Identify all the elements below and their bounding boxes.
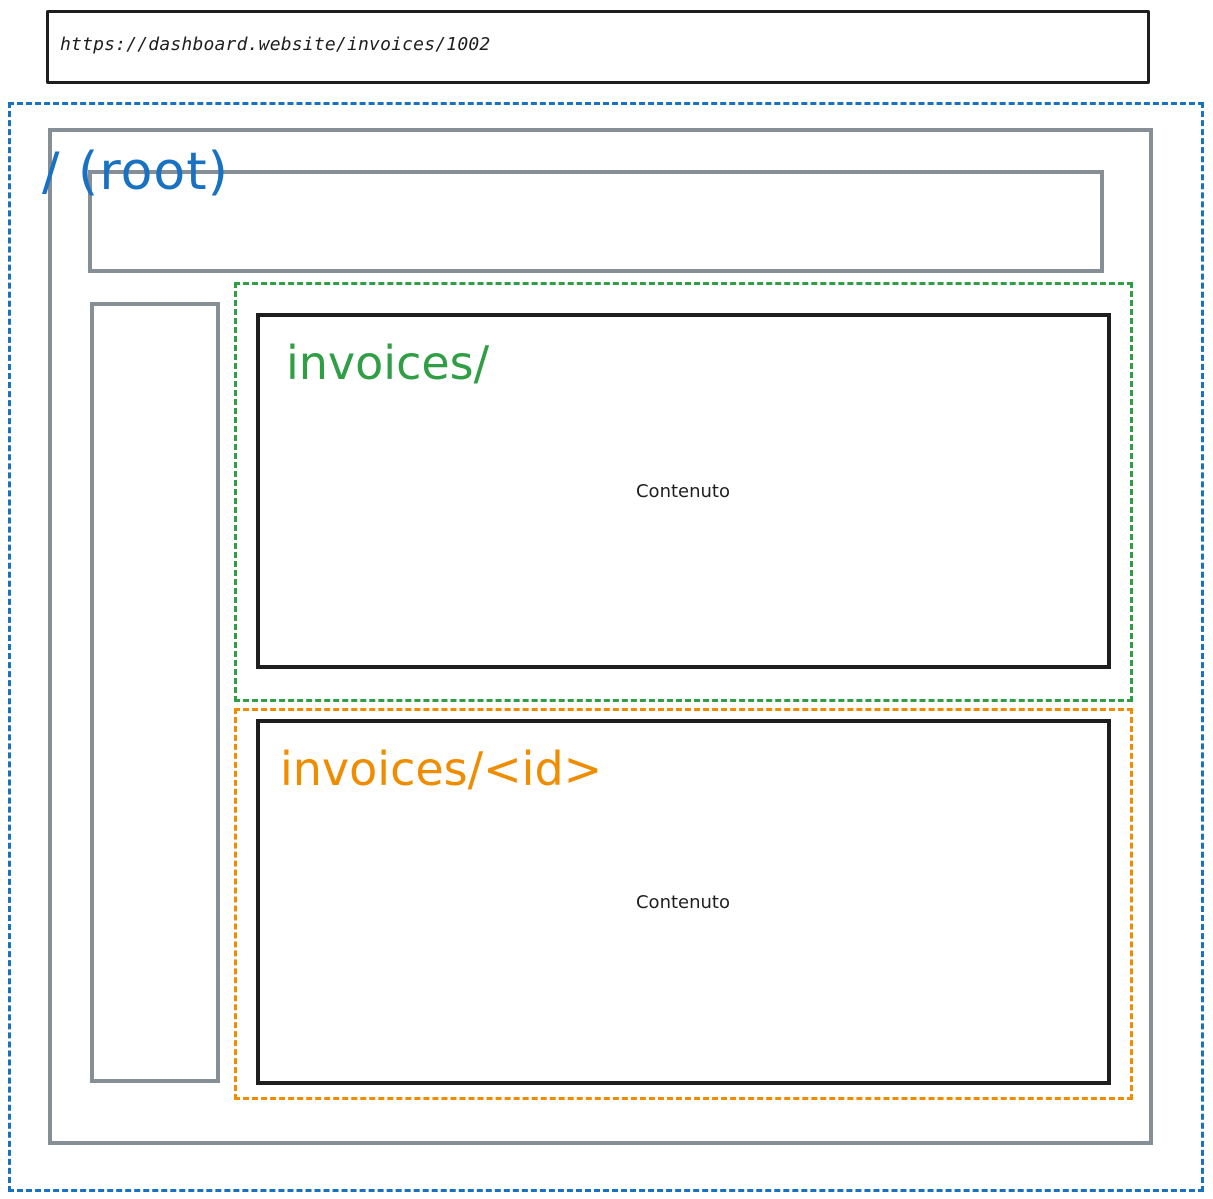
- root-route-zone: [8, 102, 1204, 1192]
- invoice-id-route-zone: [234, 708, 1133, 1100]
- url-bar: [46, 10, 1150, 84]
- header-box: [88, 170, 1104, 273]
- invoice-id-content-text: Contenuto: [635, 892, 730, 913]
- app-frame: [48, 128, 1153, 1145]
- invoices-route-label: invoices/: [286, 336, 490, 390]
- invoices-route-zone: [234, 282, 1133, 702]
- invoices-content-box: [256, 313, 1111, 669]
- invoices-content-text: Contenuto: [635, 481, 730, 502]
- invoice-id-content-box: [256, 719, 1111, 1085]
- url-text: https://dashboard.website/invoices/1002: [60, 34, 491, 55]
- root-route-label: / (root): [42, 142, 229, 202]
- sidebar-box: [90, 302, 220, 1083]
- invoice-id-route-label: invoices/<id>: [280, 742, 603, 796]
